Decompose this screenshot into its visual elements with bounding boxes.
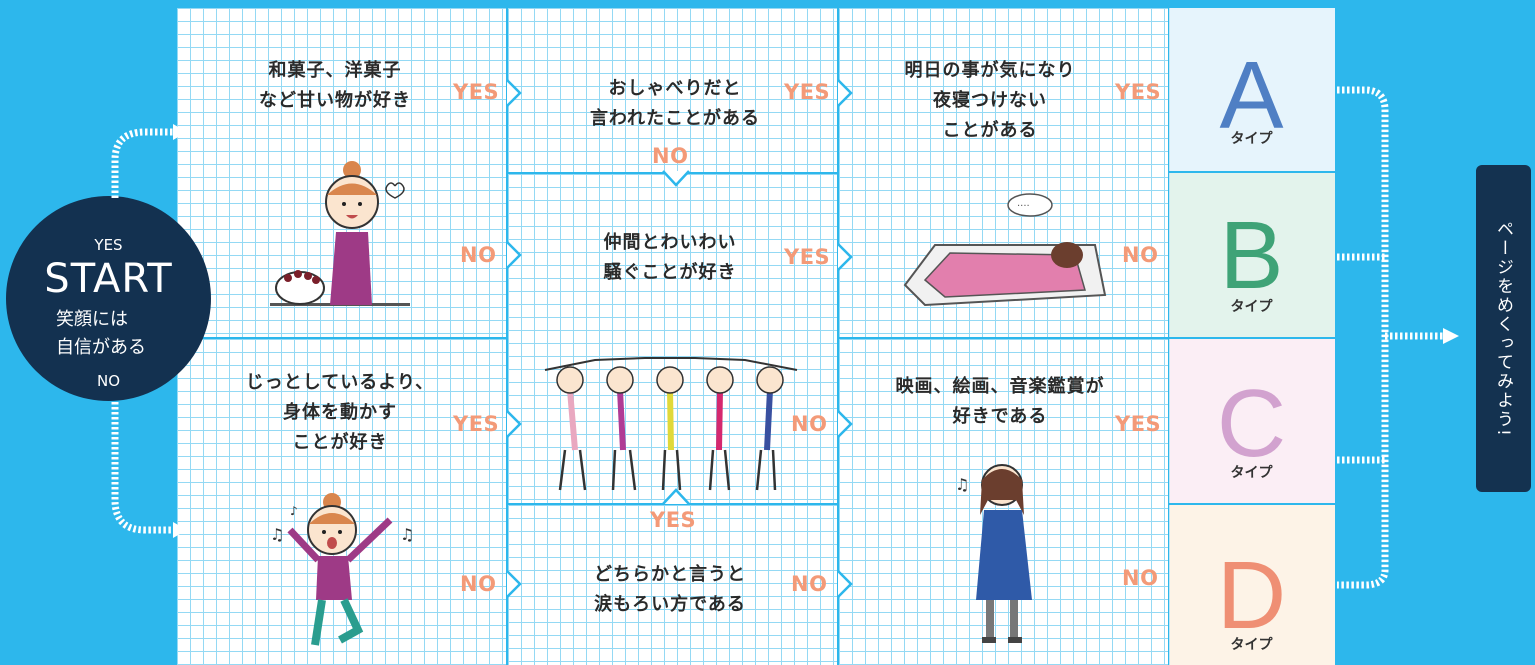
type-letter-d: D	[1216, 542, 1287, 649]
question-2: じっとしているより、 身体を動かす ことが好き	[245, 372, 435, 453]
question-6: 明日の事が気になり 夜寝つけない ことがある	[904, 60, 1076, 141]
panel-q1	[177, 8, 506, 337]
question-3: おしゃべりだと 言われたことがある	[589, 78, 761, 129]
q4-yes-arrow-icon	[837, 243, 853, 271]
q5-no-arrow-icon	[837, 570, 853, 598]
question-1: 和菓子、洋菓子 など甘い物が好き	[259, 60, 411, 111]
q4-no-label: NO	[791, 412, 828, 436]
question-4: 仲間とわいわい 騒ぐことが好き	[603, 232, 737, 283]
q7-no-label: NO	[1122, 566, 1159, 590]
panel-q7	[839, 339, 1168, 665]
q2-yes-arrow-icon	[506, 410, 522, 438]
type-panel-c	[1169, 339, 1335, 503]
q6-yes-label: YES	[1115, 80, 1162, 104]
start-no-label: NO	[96, 372, 121, 390]
girl-walking-coat-icon: ♫	[955, 464, 1032, 643]
svg-text:♫: ♫	[955, 475, 969, 494]
next-page-tab[interactable]: ページをめくってみよう!	[1476, 165, 1531, 492]
type-label-b: タイプ	[1230, 299, 1273, 315]
q1-no-label: NO	[460, 243, 497, 267]
svg-text:♫: ♫	[270, 525, 284, 544]
panel-q2	[177, 339, 506, 665]
type-label-d: タイプ	[1230, 637, 1273, 653]
q1-yes-arrow-icon	[506, 79, 522, 107]
friends-cheering-icon	[544, 357, 798, 491]
q2-no-label: NO	[460, 572, 497, 596]
start-question: 笑顔には 自信がある	[56, 309, 146, 358]
start-yes-label: YES	[94, 236, 123, 254]
q4-yes-label: YES	[784, 245, 831, 269]
types-merge-connector	[1337, 86, 1459, 589]
type-label-a: タイプ	[1230, 131, 1273, 147]
question-5: どちらかと言うと 涙もろい方である	[594, 564, 746, 615]
svg-text:····: ····	[1017, 201, 1030, 212]
q5-yes-label: YES	[650, 508, 697, 532]
q2-yes-label: YES	[453, 412, 500, 436]
q2-no-arrow-icon	[506, 570, 522, 598]
start-title: START	[44, 256, 173, 302]
q6-no-label: NO	[1122, 243, 1159, 267]
type-letter-c: C	[1216, 370, 1287, 477]
q4-no-arrow-icon	[837, 410, 853, 438]
start-circle: YES START 笑顔には 自信がある NO	[6, 196, 211, 401]
q3-no-down-arrow-icon	[662, 170, 690, 187]
question-7: 映画、絵画、音楽鑑賞が 好きである	[895, 376, 1105, 427]
woman-with-cake-icon	[270, 161, 410, 306]
start-yes-connector	[111, 124, 187, 198]
q5-no-label: NO	[791, 572, 828, 596]
panel-q5	[508, 505, 837, 665]
q3-no-label: NO	[652, 144, 689, 168]
q1-yes-label: YES	[453, 80, 500, 104]
svg-text:♫: ♫	[400, 525, 414, 544]
q3-yes-arrow-icon	[837, 79, 853, 107]
q5-yes-up-arrow-icon	[662, 488, 690, 505]
woman-dancing-icon: ♫ ♫ ♪	[270, 493, 414, 646]
type-letter-b: B	[1219, 202, 1284, 309]
q3-yes-label: YES	[784, 80, 831, 104]
type-panel-a	[1169, 8, 1335, 171]
q7-yes-label: YES	[1115, 412, 1162, 436]
type-letter-a: A	[1219, 42, 1284, 149]
panel-q3	[508, 8, 837, 172]
person-sleeping-futon-icon: ····	[903, 193, 1107, 307]
type-panel-d	[1169, 505, 1335, 665]
q1-no-arrow-icon	[506, 241, 522, 269]
svg-text:♪: ♪	[290, 504, 298, 518]
type-label-c: タイプ	[1230, 465, 1273, 481]
type-panel-b	[1169, 173, 1335, 337]
start-no-connector	[111, 402, 187, 538]
next-page-tab-label: ページをめくってみよう!	[1493, 219, 1513, 438]
